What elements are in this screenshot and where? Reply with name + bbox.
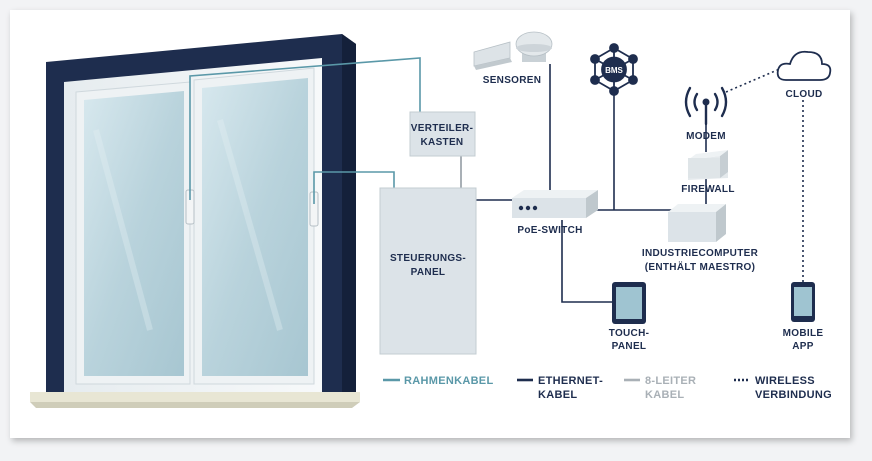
firewall-box [688,150,728,180]
industriecomputer-label-1: INDUSTRIECOMPUTER [642,248,759,259]
touchpanel-label-2: PANEL [612,341,647,352]
smartphone-icon [791,282,815,322]
bms-label: BMS [605,66,623,75]
steuerungspanel-box [379,187,477,355]
industriecomputer-label-2: (ENTHÄLT MAESTRO) [645,260,755,273]
sensoren-label: SENSOREN [483,75,542,86]
steuerungspanel-label-2: PANEL [411,267,446,278]
legend-item-wireless: WIRELESS VERBINDUNG [734,375,832,401]
tablet-icon [612,282,646,324]
steuerungspanel-label-1: STEUERUNGS- [390,253,466,264]
verteilerkasten-label-2: KASTEN [421,137,464,148]
legend: RAHMENKABEL ETHERNET- KABEL 8-LEITER KAB… [383,375,832,401]
modem-label: MODEM [686,131,726,142]
mobile-app-label-2: APP [792,341,813,352]
left-glass [84,91,184,376]
legend-label: KABEL [538,389,577,401]
ethernet-lines [476,64,707,303]
antenna-icon [684,86,728,126]
bms-network-icon [590,43,638,96]
mobile-app-label-1: MOBILE [783,328,824,339]
verteilerkasten-label-1: VERTEILER- [411,123,473,134]
camera-icon [515,31,553,62]
cloud-icon [776,50,832,81]
legend-label: KABEL [645,389,684,401]
window-sill [30,392,360,402]
poe-switch-label: PoE-SWITCH [517,225,582,236]
legend-label: RAHMENKABEL [404,375,493,387]
legend-label: WIRELESS [755,375,815,387]
cloud-label: CLOUD [785,89,822,100]
sensor-icon [473,41,512,70]
right-glass [202,78,308,376]
legend-item-8-leiter: 8-LEITER KABEL [624,375,696,401]
window-illustration [30,34,360,408]
rahmenkabel-lines [189,57,421,204]
legend-label: ETHERNET- [538,375,603,387]
legend-item-ethernet: ETHERNET- KABEL [517,375,603,401]
touchpanel-label-1: TOUCH- [609,328,650,339]
legend-label: VERBINDUNG [755,389,832,401]
firewall-label: FIREWALL [681,184,735,195]
legend-label: 8-LEITER [645,375,696,387]
poe-switch-box [512,190,598,218]
wireless-lines [725,67,804,282]
legend-item-rahmenkabel: RAHMENKABEL [383,375,493,387]
industriecomputer-box [668,204,726,242]
verteilerkasten-box [409,111,476,157]
